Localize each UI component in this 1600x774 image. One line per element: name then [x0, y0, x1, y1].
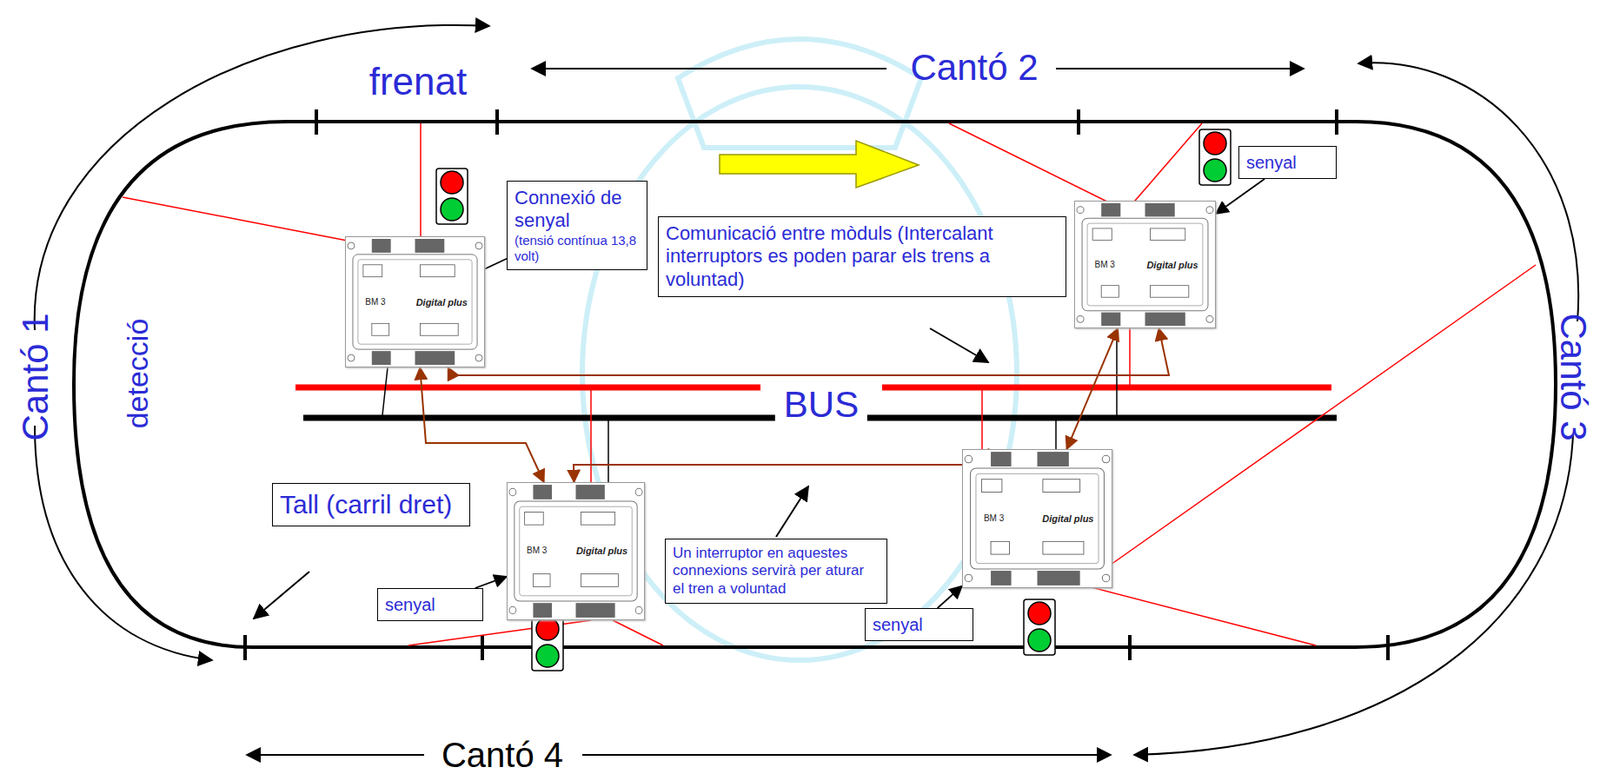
feeder-wires [122, 123, 1536, 646]
section-arrows [34, 25, 1579, 756]
section-label: frenat [369, 62, 468, 101]
signal-callout: senyal [864, 608, 974, 642]
direction-arrow [719, 140, 919, 188]
note-text: senyal [872, 614, 966, 636]
note-box: Comunicació entre mòduls (Intercalant in… [657, 216, 1067, 298]
note-text: senyal [385, 594, 476, 616]
bm3-module: BM 3 Digital plus [1074, 200, 1216, 329]
note-text: Comunicació entre mòduls (Intercalant in… [665, 222, 1059, 292]
note-text: Un interruptor en aquestes connexions se… [672, 544, 880, 598]
module-type: BM 3 [1095, 259, 1116, 270]
signal-callout: senyal [377, 588, 484, 622]
note-text: Connexió de senyal [514, 186, 640, 233]
track [73, 121, 1556, 648]
track-cuts [245, 109, 1388, 661]
section-label: Cantó 4 [441, 737, 564, 773]
module-type: BM 3 [526, 545, 547, 556]
bus-connection [573, 449, 1000, 483]
callout-arrows [253, 328, 989, 619]
bus-connection [419, 367, 545, 483]
note-box: Un interruptor en aquestes connexions se… [664, 538, 888, 605]
section-label: Cantó 2 [909, 49, 1038, 87]
brand-name: Digital plus [416, 297, 468, 308]
signal-callout: senyal [1238, 146, 1337, 180]
module-type: BM 3 [365, 297, 386, 307]
callout-line [484, 258, 507, 270]
note-box: Connexió de senyal(tensió contínua 13,8 … [506, 180, 648, 271]
brand-name: Digital plus [576, 545, 628, 557]
callout-line [1215, 179, 1265, 214]
section-label: Cantó 3 [1554, 312, 1592, 441]
note-text: Tall (carril dret) [279, 489, 463, 521]
bus-wires [382, 328, 1117, 483]
bm3-module: BM 3 Digital plus [506, 482, 645, 621]
watermark [582, 39, 1017, 661]
module-type: BM 3 [983, 513, 1004, 524]
bm3-module: BM 3 Digital plus [962, 449, 1113, 589]
note-text: (tensió contínua 13,8 volt) [514, 232, 640, 265]
brand-name: Digital plus [1042, 513, 1094, 525]
brand-name: Digital plus [1146, 259, 1198, 271]
bus-connection [448, 328, 1170, 376]
note-box: Tall (carril dret) [272, 483, 471, 527]
callout-line [937, 586, 963, 609]
section-label: Cantó 1 [17, 312, 54, 441]
note-text: senyal [1246, 152, 1329, 173]
callout-line [475, 577, 507, 589]
bus-connection [1066, 328, 1118, 450]
bm3-module: BM 3 Digital plus [345, 236, 485, 368]
signal-lights [436, 129, 1231, 671]
bus-label: BUS [775, 383, 868, 427]
section-label: detecció [122, 318, 153, 430]
